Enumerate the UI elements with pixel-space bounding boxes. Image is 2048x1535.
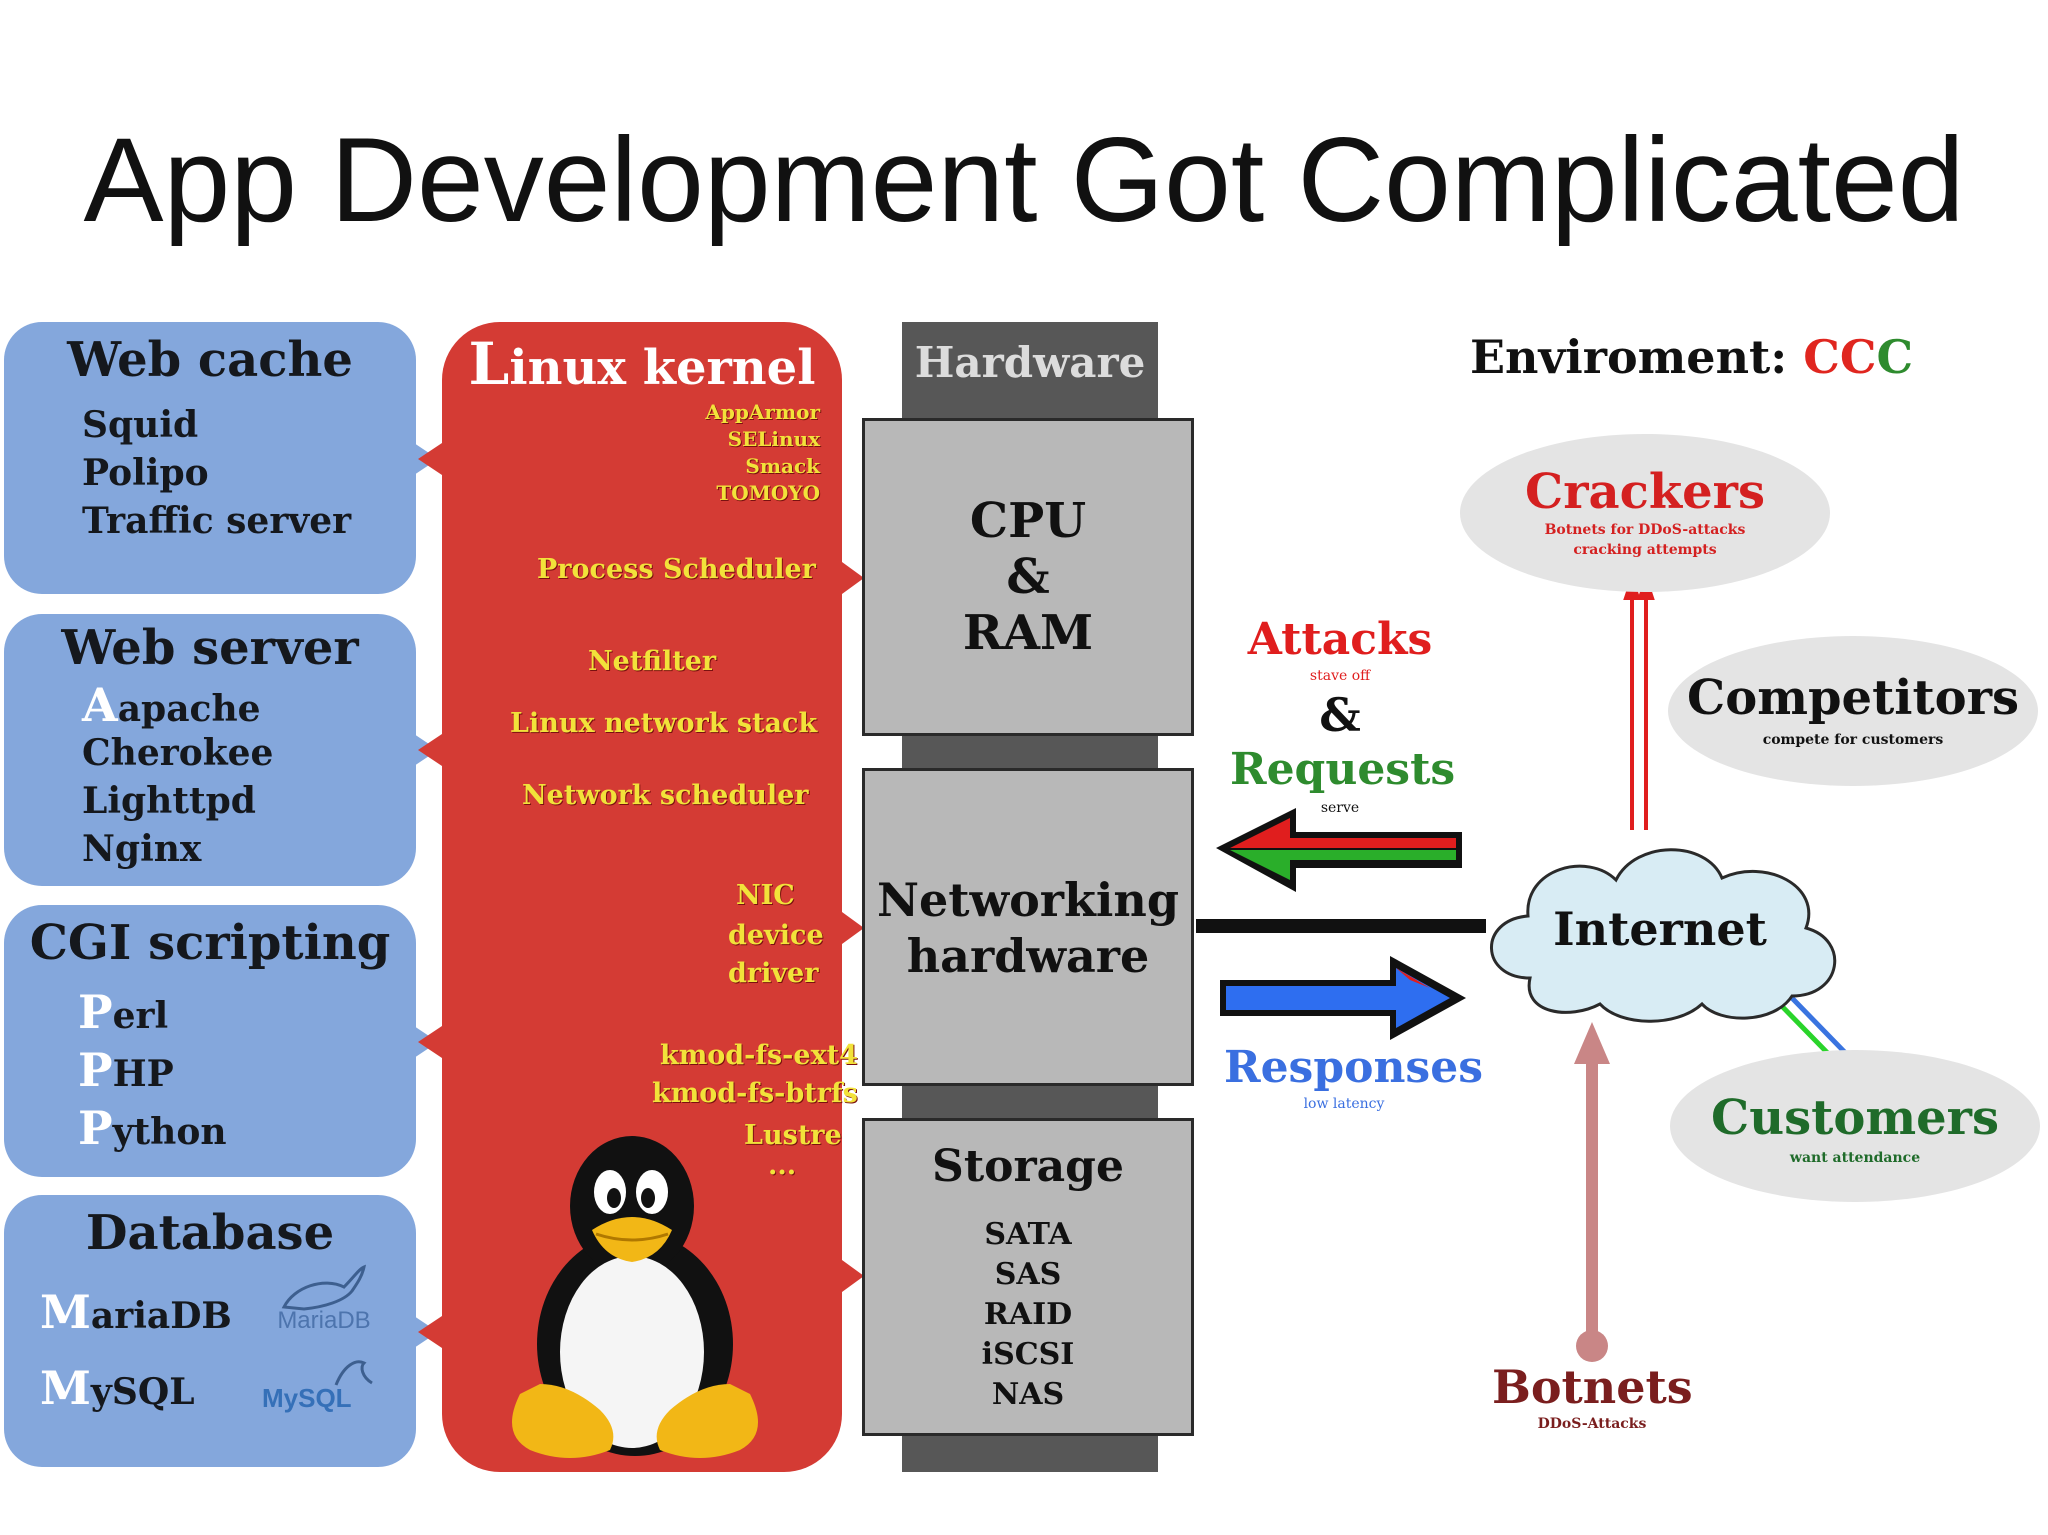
network-link-line	[1196, 919, 1486, 933]
environment-title: Enviroment: CCC	[1470, 330, 1914, 384]
kernel-filesystem-module: Lustre	[744, 1120, 842, 1151]
kernel-security-module: SELinux	[727, 427, 820, 451]
storage-item: NAS	[991, 1377, 1065, 1412]
linux-kernel-panel: Linux kernel AppArmor SELinux Smack TOMO…	[442, 322, 858, 1472]
kernel-connector-left	[418, 1316, 442, 1348]
web-cache-item: Polipo	[82, 452, 209, 494]
crackers-internet-arrows	[1623, 573, 1655, 830]
customers-title: Customers	[1711, 1090, 1999, 1146]
web-server-title: Web server	[61, 620, 359, 676]
storage-item: SAS	[994, 1257, 1062, 1292]
kernel-nic-driver: NIC	[736, 880, 795, 911]
web-server-item: Aapache	[82, 678, 261, 732]
cgi-item: Python	[78, 1101, 227, 1155]
web-server-item: Nginx	[82, 828, 202, 870]
cgi-scripting-box: CGI scripting Perl PHP Python	[4, 905, 416, 1177]
kernel-security-module: TOMOYO	[716, 481, 820, 505]
kernel-network-stack: Linux network stack	[510, 708, 818, 739]
cgi-scripting-title: CGI scripting	[29, 915, 391, 971]
kernel-connector-right	[842, 912, 864, 944]
requests-title: Requests	[1230, 744, 1456, 795]
attacks-subtitle: stave off	[1309, 668, 1371, 684]
requests-subtitle: serve	[1320, 800, 1360, 816]
internet-cloud-icon	[1490, 848, 1837, 1023]
web-server-item: Lighttpd	[82, 780, 256, 822]
web-cache-title: Web cache	[67, 332, 353, 388]
mariadb-logo: MariaDB	[264, 1257, 384, 1337]
crackers-subtitle: Botnets for DDoS-attacks	[1544, 522, 1746, 538]
database-title: Database	[85, 1205, 335, 1261]
tux-penguin-icon	[512, 1136, 758, 1458]
competitors-subtitle: compete for customers	[1762, 732, 1944, 748]
cpu-label: CPU	[969, 493, 1087, 549]
mysql-logo-text: MySQL	[262, 1383, 352, 1413]
crackers-node: Crackers Botnets for DDoS-attacks cracki…	[1460, 434, 1830, 592]
hardware-title: Hardware	[914, 338, 1146, 387]
ram-label: RAM	[962, 605, 1094, 661]
botnets-arrow	[1574, 1022, 1610, 1362]
kernel-connector-left	[418, 734, 442, 766]
networking-label: Networking	[876, 873, 1180, 927]
customers-subtitle: want attendance	[1789, 1150, 1921, 1166]
cpu-ram-amp: &	[1006, 549, 1050, 605]
kernel-filesystem-module: kmod-fs-ext4	[660, 1040, 858, 1071]
kernel-netfilter: Netfilter	[588, 646, 717, 677]
storage-item: iSCSI	[981, 1337, 1075, 1372]
crackers-title: Crackers	[1525, 464, 1765, 520]
storage-item: RAID	[983, 1297, 1073, 1332]
web-cache-box: Web cache Squid Polipo Traffic server	[4, 322, 416, 594]
kernel-process-scheduler: Process Scheduler	[537, 554, 816, 585]
mysql-logo: MySQL	[256, 1345, 386, 1425]
customers-node: Customers want attendance	[1670, 1050, 2040, 1202]
competitors-node: Competitors compete for customers	[1668, 636, 2038, 786]
botnets-subtitle: DDoS-Attacks	[1537, 1416, 1647, 1432]
attacks-requests-arrow	[1216, 808, 1462, 892]
responses-arrow	[1220, 956, 1466, 1040]
mariadb-logo-text: MariaDB	[277, 1307, 371, 1334]
networking-hardware-box: Networking hardware	[862, 768, 1194, 1086]
responses-subtitle: low latency	[1303, 1096, 1385, 1112]
kernel-security-module: AppArmor	[705, 400, 820, 424]
web-cache-item: Squid	[82, 404, 199, 446]
web-cache-item: Traffic server	[82, 500, 352, 542]
kernel-connector-right	[842, 1260, 864, 1292]
competitors-title: Competitors	[1686, 670, 2019, 726]
linux-kernel-title: Linux kernel	[468, 330, 816, 398]
kernel-connector-right	[842, 562, 864, 594]
cgi-item: PHP	[78, 1043, 174, 1097]
kernel-filesystem-module: ...	[768, 1150, 797, 1181]
kernel-connector-left	[418, 1026, 442, 1058]
web-server-item: Cherokee	[82, 732, 274, 774]
storage-title: Storage	[932, 1141, 1124, 1192]
storage-item: SATA	[984, 1217, 1072, 1252]
internet-label: Internet	[1553, 902, 1767, 956]
attacks-requests-amp: &	[1319, 688, 1361, 742]
database-item: MySQL	[40, 1361, 195, 1415]
database-box: Database MariaDB MySQL MariaDB MySQL	[4, 1195, 416, 1467]
crackers-subtitle: cracking attempts	[1573, 542, 1717, 558]
kernel-network-scheduler: Network scheduler	[522, 780, 809, 811]
kernel-nic-driver: device	[728, 920, 824, 951]
botnets-title: Botnets	[1492, 1360, 1693, 1414]
page-title: App Development Got Complicated	[83, 113, 1965, 247]
networking-label: hardware	[906, 929, 1150, 983]
kernel-security-module: Smack	[745, 454, 820, 478]
kernel-connector-left	[418, 443, 442, 475]
web-server-box: Web server Aapache Cherokee Lighttpd Ngi…	[4, 614, 416, 886]
storage-box: Storage SATA SAS RAID iSCSI NAS	[862, 1118, 1194, 1436]
cgi-item: Perl	[78, 985, 169, 1039]
attacks-title: Attacks	[1247, 614, 1433, 665]
responses-title: Responses	[1224, 1042, 1483, 1093]
kernel-nic-driver: driver	[728, 958, 819, 989]
kernel-filesystem-module: kmod-fs-btrfs	[652, 1078, 858, 1109]
database-item: MariaDB	[40, 1285, 232, 1339]
cpu-ram-box: CPU & RAM	[862, 418, 1194, 736]
